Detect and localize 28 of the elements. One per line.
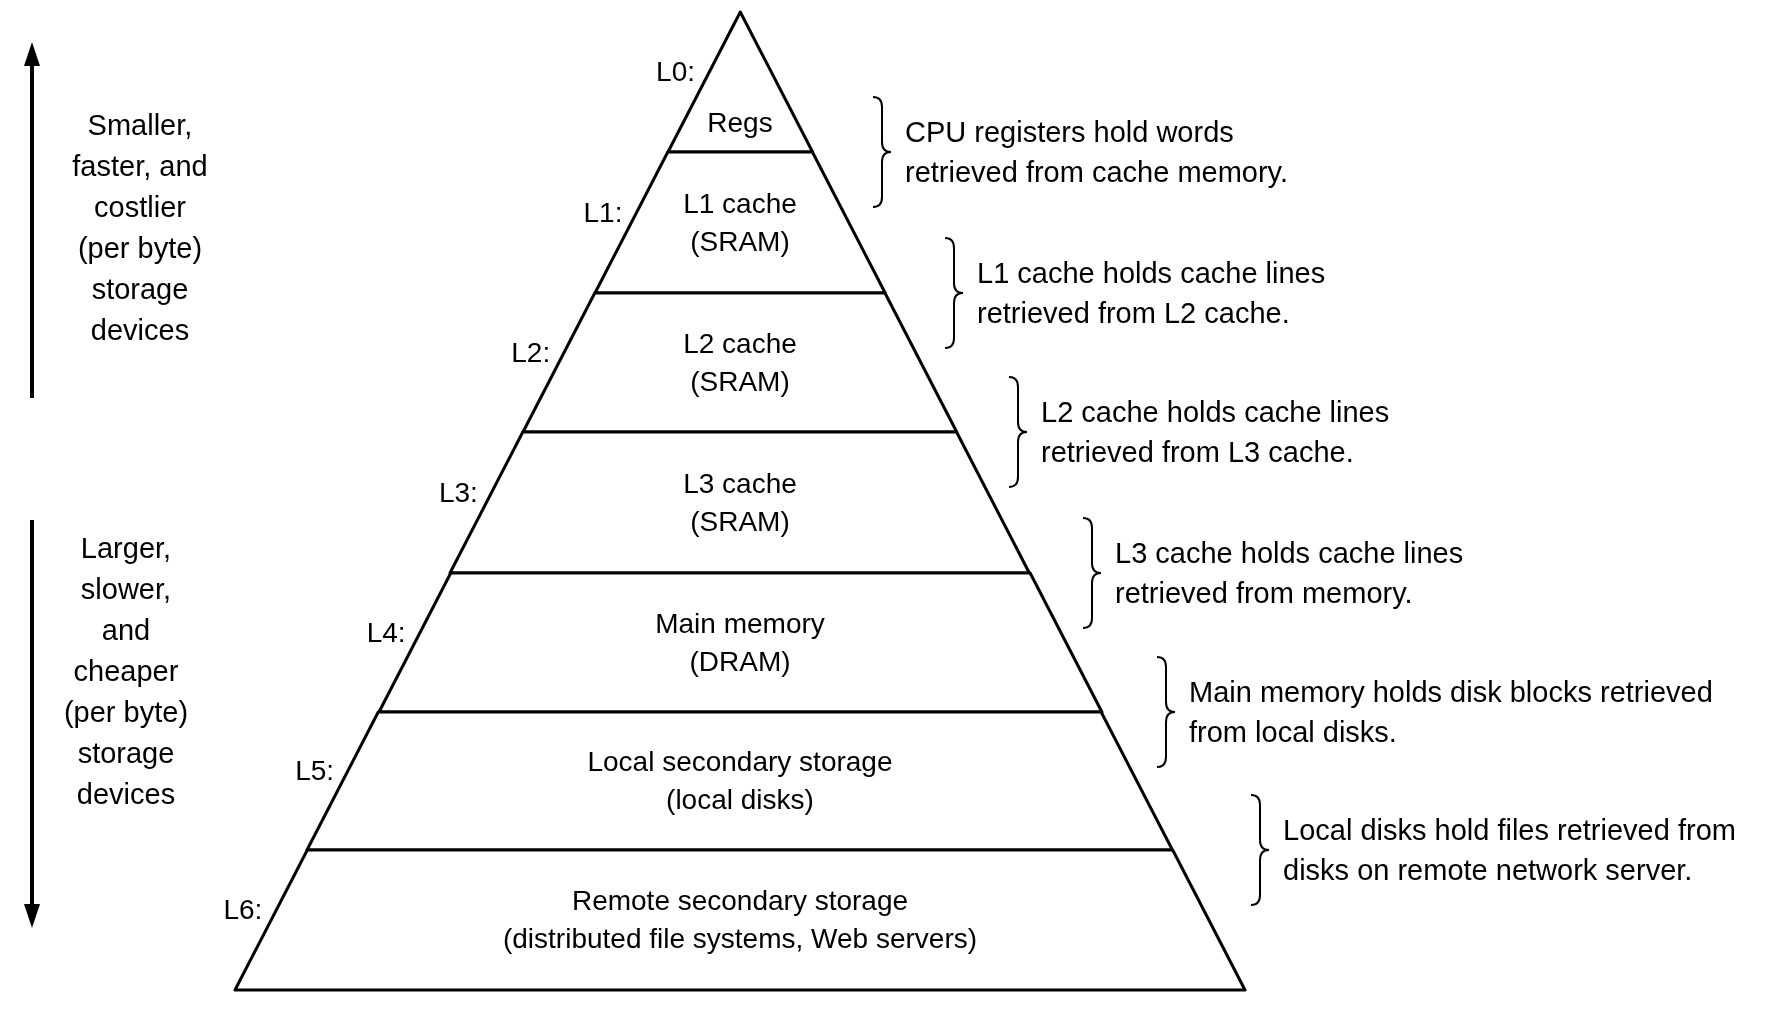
- tier-label: L1 cache: [683, 186, 797, 221]
- tier-label: L3 cache: [683, 466, 797, 501]
- tier-label: (local disks): [666, 783, 814, 817]
- level-description: L1 cache holds cache lines retrieved from L2 cache.: [977, 256, 1327, 331]
- level-description: L2 cache holds cache lines retrieved from L3 cache.: [1041, 395, 1391, 470]
- level-label: L0:: [656, 55, 696, 89]
- level-label: L2:: [511, 335, 551, 370]
- level-description: Local disks hold files retrieved from disks on remote network server.: [1283, 813, 1737, 888]
- tier-label: Remote secondary storage: [571, 884, 909, 918]
- tier-label: (SRAM): [690, 504, 790, 539]
- level-label: L6:: [223, 893, 263, 927]
- level-label: L3:: [438, 475, 478, 510]
- level-label: L1:: [583, 195, 623, 230]
- side-note: Smaller, faster, and costlier (per byte) storage devices: [71, 108, 209, 348]
- tier-label: Local secondary storage: [587, 745, 893, 779]
- tier-label: (distributed file systems, Web servers): [502, 922, 978, 956]
- level-description: CPU registers hold words retrieved from cache memory.: [905, 115, 1290, 190]
- level-description: Main memory holds disk blocks retrieved from local disks.: [1189, 675, 1714, 750]
- tier-label: Main memory: [655, 606, 825, 641]
- level-description: L3 cache holds cache lines retrieved from memory.: [1115, 536, 1465, 611]
- level-label: L5:: [295, 754, 335, 788]
- level-label: L4:: [366, 615, 406, 650]
- tier-label: (SRAM): [690, 224, 790, 259]
- tier-label: (SRAM): [690, 364, 790, 399]
- tier-label: (DRAM): [689, 644, 791, 679]
- side-note: Larger, slower, and cheaper (per byte) storage devices: [62, 531, 190, 812]
- tier-label: Regs: [707, 106, 773, 140]
- tier-label: L2 cache: [683, 326, 797, 361]
